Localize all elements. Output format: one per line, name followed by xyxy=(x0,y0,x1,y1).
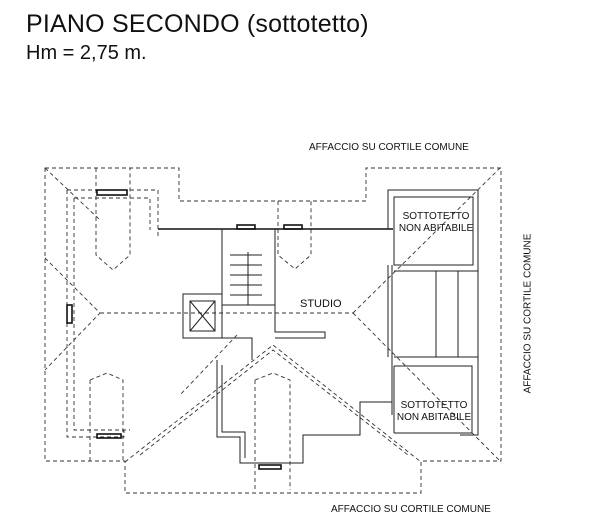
right-block-walls xyxy=(387,189,479,436)
window-left xyxy=(66,304,73,324)
dormer-bottom-mid xyxy=(254,372,291,490)
window-bottom-mid xyxy=(258,464,282,470)
orientation-label-right: AFFACCIO SU CORTILE COMUNE xyxy=(522,233,534,394)
ceiling-height: Hm = 2,75 m. xyxy=(26,42,147,64)
dormer-top-mid xyxy=(277,201,312,270)
right-inner-wall xyxy=(387,265,393,415)
room-attic-top: SOTTOTETTO NON ABITABILE xyxy=(396,211,476,235)
hip-lines xyxy=(44,167,501,463)
room-attic-bottom: SOTTOTETTO NON ABITABILE xyxy=(394,400,474,424)
room-attic-top-label: SOTTOTETTO xyxy=(402,211,470,222)
roof-outline xyxy=(44,167,502,494)
plan-title: PIANO SECONDO (sottotetto) xyxy=(26,10,369,38)
dormer-top-left xyxy=(95,168,131,271)
window-bottom-left xyxy=(96,433,122,439)
room-attic-bottom-note: NON ABITABILE xyxy=(396,412,472,423)
dormer-bottom-left xyxy=(89,372,124,461)
orientation-label-top: AFFACCIO SU CORTILE COMUNE xyxy=(309,142,469,153)
room-attic-top-note: NON ABITABILE xyxy=(398,223,474,234)
room-studio: STUDIO xyxy=(300,298,342,310)
orientation-label-bottom: AFFACCIO SU CORTILE COMUNE xyxy=(331,504,491,515)
eaves-inner xyxy=(66,189,159,438)
room-studio-label: STUDIO xyxy=(300,298,342,310)
room-attic-bottom-label: SOTTOTETTO xyxy=(400,400,468,411)
window-top-left xyxy=(96,189,128,196)
stair-walls xyxy=(221,229,276,306)
central-walls xyxy=(216,305,393,464)
lift-walls xyxy=(182,293,223,339)
